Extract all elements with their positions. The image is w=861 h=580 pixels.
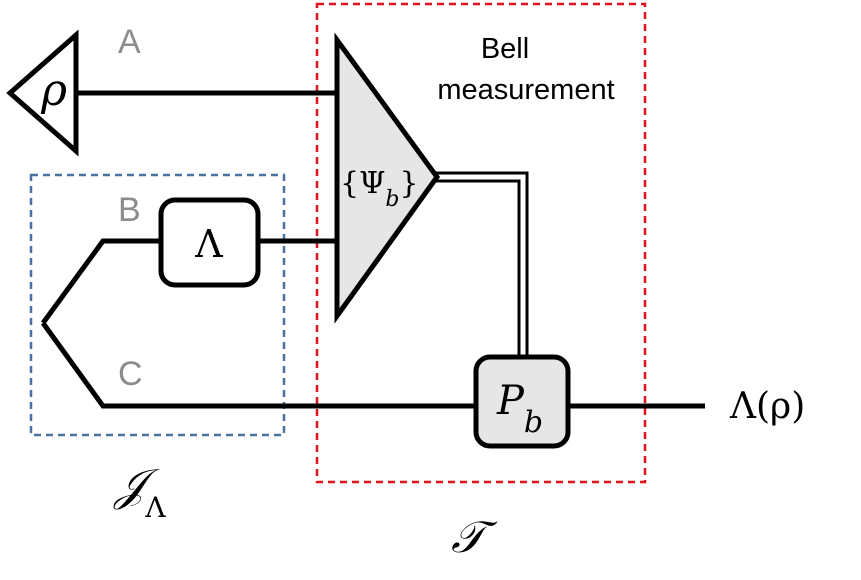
classical-wire-inner	[436, 174, 526, 357]
bell-basis-label: {Ψb}	[340, 166, 419, 212]
choi-state-label: 𝒥Λ	[113, 460, 166, 524]
correction-pb-label: Pb	[496, 378, 543, 440]
channel-lambda-symbol: Λ	[194, 222, 223, 266]
output-label: Λ(ρ)	[729, 386, 805, 427]
wire-c	[40, 321, 478, 409]
choi-state-dashed-box	[29, 173, 286, 437]
state-rho-triangle	[6, 29, 79, 157]
correction-pb-box	[473, 354, 571, 449]
bell-caption-line1: Bell	[481, 33, 529, 65]
wire-a-label: A	[118, 23, 141, 61]
state-rho-symbol: ρ	[40, 65, 67, 116]
bell-measurement-triangle	[334, 32, 441, 324]
channel-lambda-box	[158, 197, 261, 288]
bell-caption-line2: measurement	[437, 74, 614, 106]
wire-b-label: B	[118, 191, 141, 229]
classical-wire-outer	[436, 171, 529, 357]
teleportation-label: 𝒯	[451, 512, 498, 563]
wire-b	[40, 238, 164, 325]
wire-c-label: C	[118, 355, 143, 393]
